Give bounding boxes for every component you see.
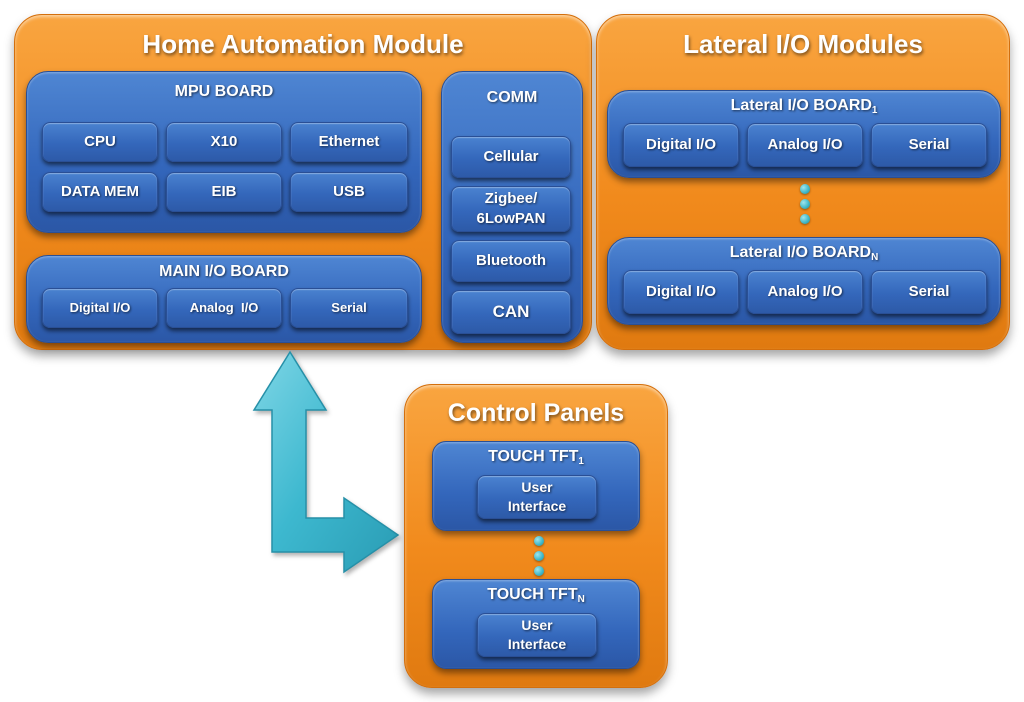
touch-tft-1-subscript: 1 <box>578 456 584 468</box>
touch-tft-n-label: TOUCH TFT <box>487 586 578 603</box>
ellipsis-dot <box>800 214 810 224</box>
x10-chip: X10 <box>166 122 282 162</box>
lateral-n-digital-io-chip: Digital I/O <box>623 270 739 314</box>
control-panels-title: Control Panels <box>447 399 625 427</box>
zigbee-6lowpan-chip: Zigbee/ 6LowPAN <box>451 186 571 232</box>
arrow-shape <box>252 350 400 574</box>
control-panels-panel: Control Panels TOUCH TFT1 User Interface… <box>404 384 668 688</box>
user-interface-chip: User Interface <box>477 613 597 657</box>
user-interface-line2: Interface <box>507 498 567 514</box>
user-interface-line1: User <box>521 479 553 496</box>
ethernet-chip: Ethernet <box>290 122 408 162</box>
lateral-1-analog-io-chip: Analog I/O <box>747 123 863 167</box>
lateral-io-board-1: Lateral I/O BOARD1 Digital I/O Analog I/… <box>607 90 1001 178</box>
analog-io-chip: Analog I/O <box>166 288 282 328</box>
comm-board-title: COMM <box>486 89 538 106</box>
mpu-board-title: MPU BOARD <box>174 83 274 100</box>
6lowpan-label: 6LowPAN <box>476 210 546 227</box>
lateral-io-board-n-subscript: N <box>871 252 879 264</box>
comm-board: COMM Cellular Zigbee/ 6LowPAN Bluetooth … <box>441 71 583 343</box>
touch-tft-1-label: TOUCH TFT <box>488 448 579 465</box>
ellipsis-dot <box>800 184 810 194</box>
main-io-board-title: MAIN I/O BOARD <box>159 263 289 280</box>
touch-tft-1-title: TOUCH TFT1 <box>433 448 639 468</box>
lateral-n-analog-io-chip: Analog I/O <box>747 270 863 314</box>
data-mem-chip: DATA MEM <box>42 172 158 212</box>
lateral-io-board-1-subscript: 1 <box>871 105 878 117</box>
touch-tft-n: TOUCH TFTN User Interface <box>432 579 640 669</box>
main-io-board: MAIN I/O BOARD Digital I/O Analog I/O Se… <box>26 255 422 343</box>
lateral-io-modules-panel: Lateral I/O Modules Lateral I/O BOARD1 D… <box>596 14 1010 350</box>
user-interface-line2: Interface <box>507 636 567 652</box>
lateral-io-board-n-label: Lateral I/O BOARD <box>729 244 872 261</box>
lateral-io-board-n-title: Lateral I/O BOARDN <box>608 244 1000 264</box>
eib-chip: EIB <box>166 172 282 212</box>
cpu-chip: CPU <box>42 122 158 162</box>
lateral-n-serial-chip: Serial <box>871 270 987 314</box>
ellipsis-dot <box>534 536 544 546</box>
home-automation-module-panel: Home Automation Module MPU BOARD CPU X10… <box>14 14 592 350</box>
user-interface-chip: User Interface <box>477 475 597 519</box>
bluetooth-chip: Bluetooth <box>451 240 571 282</box>
usb-chip: USB <box>290 172 408 212</box>
ellipsis-dot <box>534 566 544 576</box>
cellular-chip: Cellular <box>451 136 571 178</box>
touch-tft-n-subscript: N <box>577 594 585 606</box>
lateral-io-board-1-label: Lateral I/O BOARD <box>730 97 872 114</box>
can-chip: CAN <box>451 290 571 334</box>
lateral-io-board-1-title: Lateral I/O BOARD1 <box>608 97 1000 117</box>
home-automation-module-title: Home Automation Module <box>142 29 464 59</box>
digital-io-chip: Digital I/O <box>42 288 158 328</box>
lateral-io-modules-title: Lateral I/O Modules <box>683 29 923 59</box>
serial-chip: Serial <box>290 288 408 328</box>
ellipsis-dot <box>534 551 544 561</box>
mpu-board: MPU BOARD CPU X10 Ethernet DATA MEM EIB … <box>26 71 422 233</box>
ellipsis-dot <box>800 199 810 209</box>
lateral-1-serial-chip: Serial <box>871 123 987 167</box>
zigbee-label: Zigbee/ <box>484 189 538 207</box>
touch-tft-n-title: TOUCH TFTN <box>433 586 639 606</box>
user-interface-line1: User <box>521 617 553 634</box>
lateral-io-board-n: Lateral I/O BOARDN Digital I/O Analog I/… <box>607 237 1001 325</box>
lateral-1-digital-io-chip: Digital I/O <box>623 123 739 167</box>
touch-tft-1: TOUCH TFT1 User Interface <box>432 441 640 531</box>
